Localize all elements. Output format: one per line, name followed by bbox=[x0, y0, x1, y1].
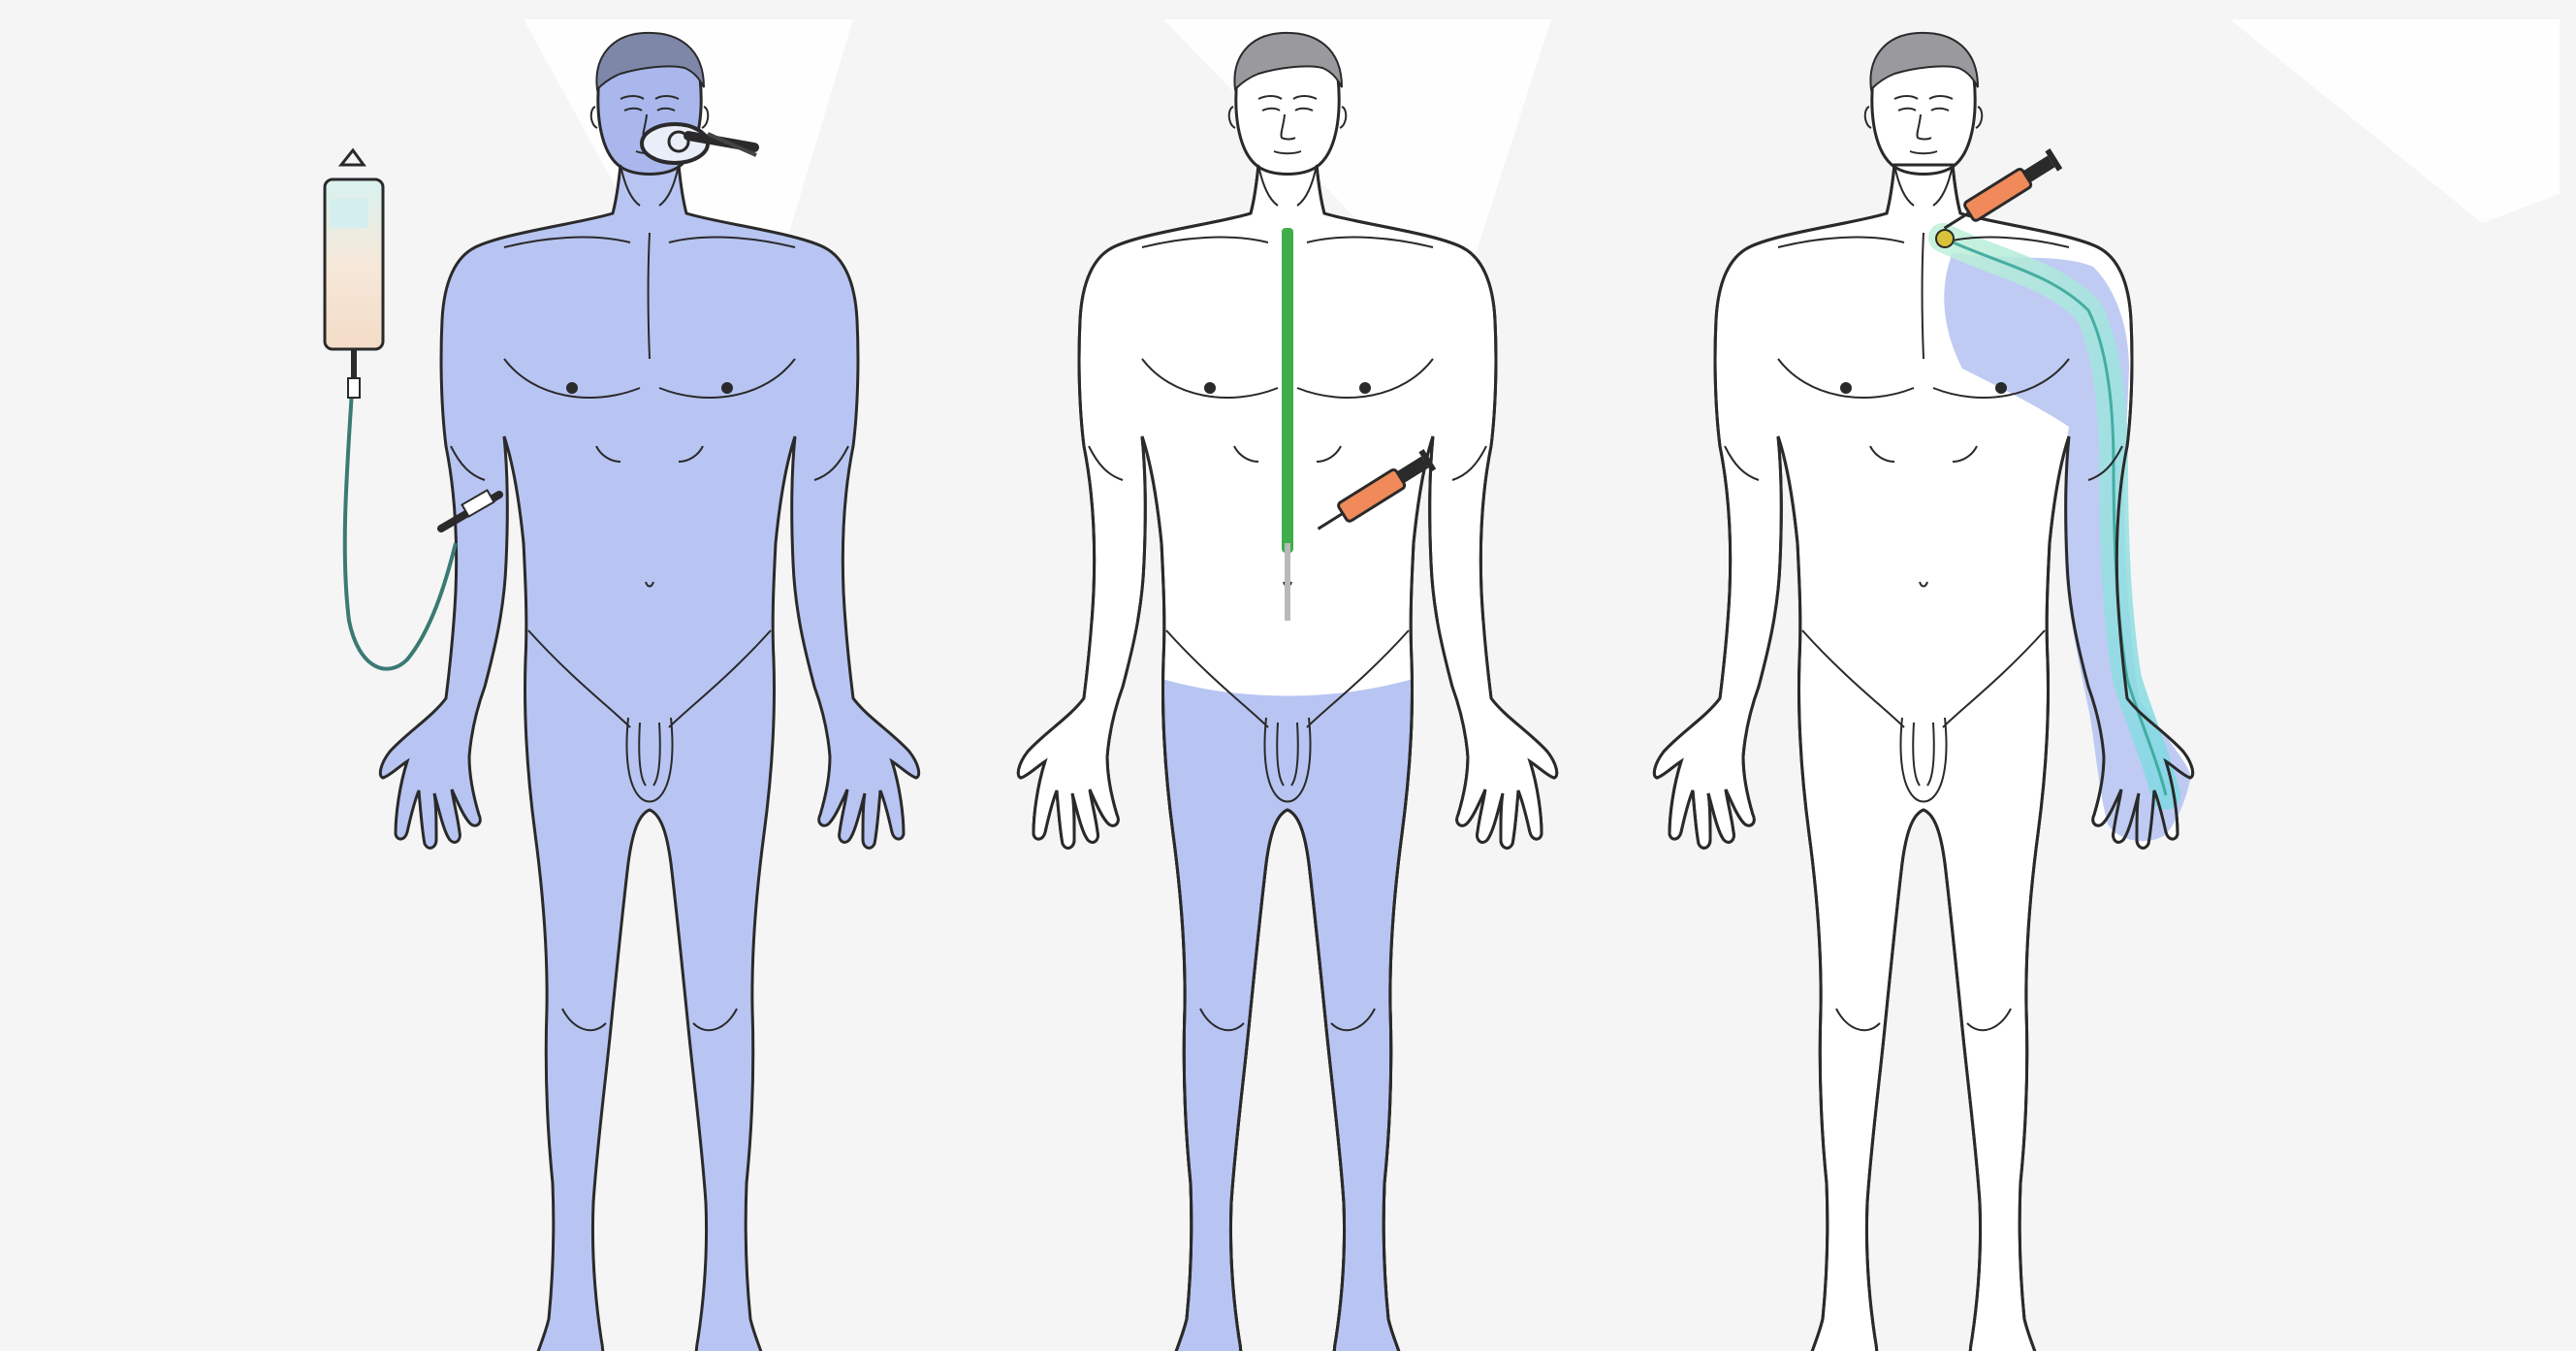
injection-site-marker bbox=[1936, 230, 1954, 247]
spinal-line bbox=[1282, 228, 1293, 553]
